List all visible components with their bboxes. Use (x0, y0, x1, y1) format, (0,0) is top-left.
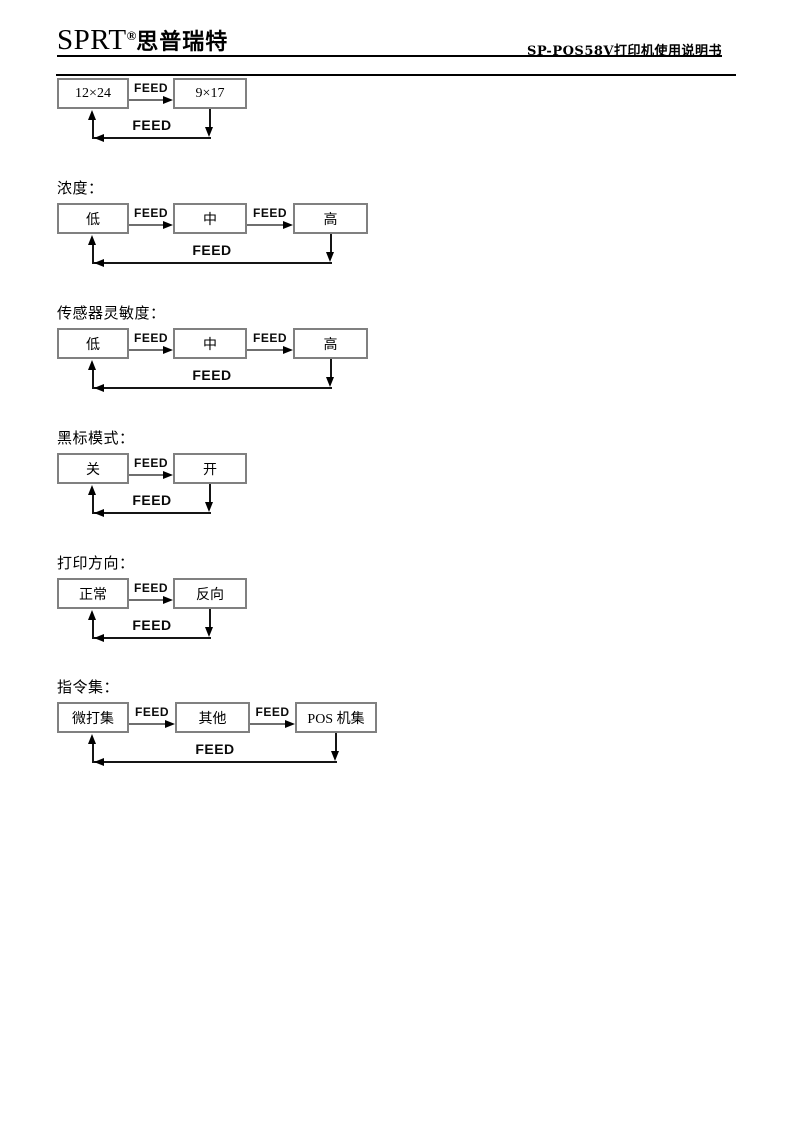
arrow-up-icon (88, 734, 96, 744)
arrow-right-icon (165, 720, 175, 728)
arrow-up-icon (88, 360, 96, 370)
loop-line-up (92, 492, 94, 514)
loop-feed-label: FEED (195, 741, 235, 757)
section-label: 黑标模式： (57, 431, 135, 447)
brand-logo: SPRT (57, 24, 127, 56)
arrow-up-icon (88, 235, 96, 245)
header-brand: SPRT ® 思普瑞特 (57, 24, 229, 56)
loop-line-horizontal (92, 387, 332, 389)
flow-state-box: 关 (57, 453, 129, 484)
flow-state-box: 正常 (57, 578, 129, 609)
arrow-down-icon (205, 627, 213, 637)
loop-line-horizontal (92, 637, 211, 639)
feed-transition-line (250, 723, 286, 725)
loop-line-down (335, 733, 337, 753)
arrow-down-icon (205, 127, 213, 137)
loop-line-up (92, 367, 94, 389)
feed-transition-line (129, 99, 164, 101)
feed-transition-line (129, 349, 164, 351)
loop-line-horizontal (92, 137, 211, 139)
arrow-left-icon (94, 509, 104, 517)
flow-state-box: 其他 (175, 702, 250, 733)
arrow-right-icon (283, 221, 293, 229)
feed-transition-line (129, 474, 164, 476)
section-label: 浓度： (57, 181, 104, 197)
arrow-up-icon (88, 485, 96, 495)
feed-label: FEED (255, 705, 290, 719)
feed-transition-line (129, 599, 164, 601)
loop-line-horizontal (92, 262, 332, 264)
flow-state-box: 中 (173, 328, 247, 359)
loop-line-down (209, 109, 211, 129)
arrow-down-icon (326, 252, 334, 262)
loop-feed-label: FEED (192, 242, 232, 258)
loop-line-down (330, 234, 332, 254)
arrow-right-icon (163, 346, 173, 354)
flow-state-box: 开 (173, 453, 247, 484)
brand-name-cn: 思普瑞特 (136, 29, 229, 55)
feed-label: FEED (133, 331, 168, 345)
loop-line-down (209, 609, 211, 629)
feed-transition-line (129, 224, 164, 226)
loop-line-down (209, 484, 211, 504)
feed-label: FEED (252, 331, 287, 345)
loop-line-down (330, 359, 332, 379)
registered-trademark-icon: ® (126, 28, 137, 43)
arrow-down-icon (331, 751, 339, 761)
feed-label: FEED (134, 705, 169, 719)
arrow-left-icon (94, 634, 104, 642)
loop-line-up (92, 242, 94, 264)
arrow-right-icon (163, 221, 173, 229)
content-top-rule (56, 74, 736, 76)
loop-line-horizontal (92, 512, 211, 514)
arrow-right-icon (163, 471, 173, 479)
flow-state-box: 反向 (173, 578, 247, 609)
arrow-down-icon (326, 377, 334, 387)
arrow-up-icon (88, 610, 96, 620)
section-label: 打印方向： (57, 556, 135, 572)
loop-line-up (92, 117, 94, 139)
section-label: 传感器灵敏度： (57, 306, 166, 322)
flow-state-box: 低 (57, 203, 129, 234)
header-rule (57, 55, 722, 57)
flow-state-box: 高 (293, 203, 368, 234)
flow-state-box: POS 机集 (295, 702, 377, 733)
loop-feed-label: FEED (132, 617, 172, 633)
loop-feed-label: FEED (192, 367, 232, 383)
feed-label: FEED (133, 581, 168, 595)
arrow-up-icon (88, 110, 96, 120)
loop-line-horizontal (92, 761, 337, 763)
section-label: 指令集： (57, 680, 120, 696)
arrow-left-icon (94, 758, 104, 766)
feed-transition-line (247, 349, 284, 351)
flow-state-box: 9×17 (173, 78, 247, 109)
feed-transition-line (129, 723, 166, 725)
loop-line-up (92, 741, 94, 763)
loop-feed-label: FEED (132, 492, 172, 508)
arrow-right-icon (163, 596, 173, 604)
flow-state-box: 高 (293, 328, 368, 359)
loop-feed-label: FEED (132, 117, 172, 133)
arrow-right-icon (285, 720, 295, 728)
flow-state-box: 中 (173, 203, 247, 234)
arrow-right-icon (283, 346, 293, 354)
feed-label: FEED (133, 206, 168, 220)
loop-line-up (92, 617, 94, 639)
arrow-left-icon (94, 259, 104, 267)
feed-label: FEED (133, 456, 168, 470)
arrow-left-icon (94, 134, 104, 142)
arrow-down-icon (205, 502, 213, 512)
flow-state-box: 12×24 (57, 78, 129, 109)
feed-label: FEED (252, 206, 287, 220)
feed-label: FEED (133, 81, 168, 95)
flow-state-box: 微打集 (57, 702, 129, 733)
feed-transition-line (247, 224, 284, 226)
arrow-right-icon (163, 96, 173, 104)
arrow-left-icon (94, 384, 104, 392)
flow-state-box: 低 (57, 328, 129, 359)
